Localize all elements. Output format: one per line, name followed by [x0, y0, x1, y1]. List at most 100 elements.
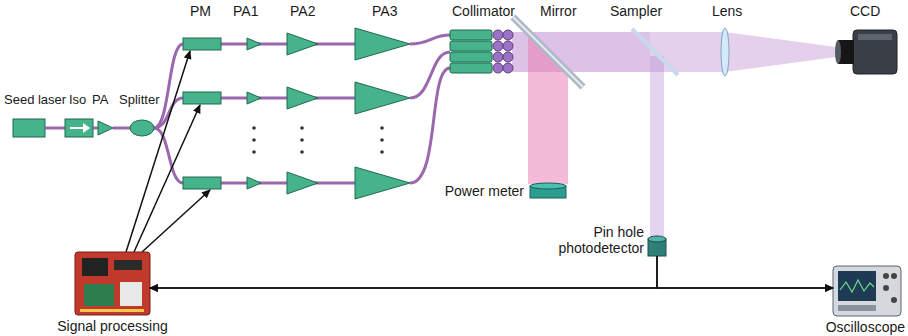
fiber [45, 127, 65, 130]
signal-line [657, 256, 833, 288]
fiber [410, 35, 450, 44]
circuit-board [75, 252, 150, 315]
oscilloscope-screen [838, 271, 876, 301]
mirror [513, 17, 583, 87]
amplifier-triangle [247, 177, 261, 189]
dot [252, 138, 256, 142]
trace [840, 280, 874, 292]
collimator-lens [493, 63, 503, 73]
amplifier-triangle [355, 82, 410, 114]
laser-beam [650, 32, 725, 72]
channel [183, 82, 410, 114]
fiber [113, 127, 130, 130]
ccd-camera [853, 30, 897, 74]
amplifier-triangle [287, 33, 318, 55]
dot [300, 138, 304, 142]
knob [891, 273, 897, 279]
chip [114, 260, 142, 270]
dot [380, 138, 384, 142]
dot [252, 150, 256, 154]
splitter-icon [130, 120, 154, 136]
part-label: CCD [850, 3, 880, 19]
node-label: Signal processing [57, 318, 168, 334]
oscilloscope-node: Oscilloscope [833, 266, 901, 316]
signal-line [150, 256, 657, 288]
collimator-tube [450, 41, 492, 51]
node-label: Pin hole photodetector [544, 224, 644, 256]
seed-laser-icon [13, 119, 45, 137]
amplifier-triangle [355, 167, 410, 199]
button-row [838, 305, 876, 311]
sub-board [84, 284, 114, 306]
collimator-lens [493, 30, 503, 40]
header-pins [80, 309, 144, 312]
connector [120, 282, 142, 306]
collimator-array [450, 30, 513, 73]
part-label: PA3 [372, 3, 397, 19]
node-label: Oscilloscope [826, 319, 905, 335]
part-label: Lens [712, 3, 742, 19]
phase-modulator [183, 177, 221, 189]
dot [300, 150, 304, 154]
collimator-lens [503, 30, 513, 40]
amplifier-triangle [355, 28, 410, 60]
amplifier-triangle [247, 38, 261, 50]
sampler [632, 29, 678, 75]
amplifier-triangle [287, 87, 318, 109]
control-wire [126, 51, 190, 252]
knob [891, 297, 897, 303]
dot [300, 126, 304, 130]
part-label: Mirror [540, 3, 577, 19]
lens [721, 28, 729, 76]
isolator-arrow-head [83, 123, 90, 133]
dot [252, 126, 256, 130]
part-label: PA [92, 92, 108, 108]
phase-modulator [183, 38, 221, 50]
knob [883, 285, 889, 291]
focused-beam [725, 32, 836, 72]
fiber [410, 52, 450, 98]
channel [183, 167, 410, 199]
collimator-lens [503, 41, 513, 51]
dot [380, 126, 384, 130]
photodetector-node: Pin hole photodetector [648, 236, 666, 256]
control-wire [142, 190, 210, 252]
photodetector-top [648, 236, 666, 242]
amplifier-triangle [287, 172, 318, 194]
power-meter-top [530, 183, 566, 189]
processing-board-node: Signal processing [75, 252, 150, 315]
part-label: Power meter [445, 183, 524, 199]
part-label: PA1 [233, 3, 258, 19]
fiber [410, 68, 450, 183]
part-label: PM [190, 3, 211, 19]
collimator-tube [450, 63, 492, 73]
amplifier-triangle [98, 121, 113, 135]
collimator-lens [493, 41, 503, 51]
channel [183, 28, 410, 60]
collimator-lens [493, 52, 503, 62]
part-label: Sampler [610, 3, 662, 19]
isolator-arrow [70, 127, 84, 129]
dot [380, 150, 384, 154]
collimator-tube [450, 52, 492, 62]
fiber [93, 127, 98, 130]
chip [82, 258, 108, 276]
isolator-icon [65, 119, 93, 137]
part-label: Iso [69, 92, 86, 108]
part-label: Collimator [452, 3, 515, 19]
mirror-face [513, 17, 583, 87]
part-label: Splitter [119, 92, 159, 108]
phase-modulator [183, 92, 221, 104]
amplifier-triangle [247, 92, 261, 104]
ccd-highlight [858, 34, 892, 40]
ellipsis-dots [252, 126, 384, 154]
collimator-lens [503, 63, 513, 73]
sampled-beam [650, 56, 664, 236]
part-label: Seed laser [4, 92, 66, 108]
ccd-lens-front [835, 40, 841, 64]
part-label: PA2 [290, 3, 315, 19]
oscilloscope-icon [833, 266, 901, 316]
collimator-tube [450, 30, 492, 40]
